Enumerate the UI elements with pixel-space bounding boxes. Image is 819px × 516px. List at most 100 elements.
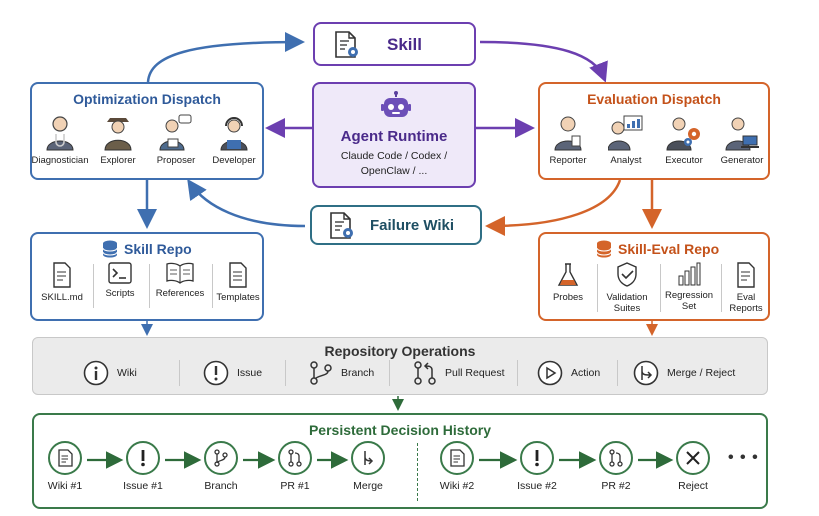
agent-runtime-title: Agent Runtime <box>340 128 448 145</box>
wiki-doc-icon <box>440 441 474 475</box>
history-node[interactable]: Wiki #2 <box>422 441 492 492</box>
history-divider <box>417 443 418 501</box>
repo-item-regression-set[interactable]: Regression Set <box>660 262 718 312</box>
history-node-label: Merge <box>353 480 383 492</box>
repo-item-validation-suites[interactable]: Validation Suites <box>598 262 656 314</box>
failure-wiki-label: Failure Wiki <box>370 217 455 234</box>
agent-runtime-box[interactable]: Agent Runtime Claude Code / Codex / Open… <box>312 82 476 188</box>
merge-icon <box>633 360 659 386</box>
play-icon <box>537 360 563 386</box>
branch-icon <box>204 441 238 475</box>
history-node-label: PR #2 <box>601 480 631 492</box>
divider <box>179 360 180 386</box>
op-pull-request[interactable]: Pull Request <box>413 360 505 386</box>
generator-icon <box>725 117 759 151</box>
arrow-evaluation-to-failurewiki <box>485 179 622 236</box>
explorer-icon <box>104 118 132 151</box>
pull-request-icon <box>414 361 436 385</box>
repo-item-label: Probes <box>552 292 584 303</box>
skill-repo-box[interactable]: Skill Repo SKILL.md Scripts References T… <box>30 232 264 321</box>
divider <box>212 264 213 308</box>
history-node[interactable]: Wiki #1 <box>30 441 100 492</box>
shield-check-icon <box>617 262 637 287</box>
repo-item-templates[interactable]: Templates <box>212 262 264 303</box>
op-action[interactable]: Action <box>537 360 600 386</box>
optimization-dispatch-box[interactable]: Optimization Dispatch Diagnostician Expl… <box>30 82 264 180</box>
failure-wiki-box[interactable]: Failure Wiki <box>310 205 482 245</box>
repo-item-probes[interactable]: Probes <box>542 262 594 303</box>
repo-item-label-2: Set <box>681 301 697 312</box>
history-node[interactable]: Issue #2 <box>502 441 572 492</box>
divider <box>660 264 661 312</box>
wiki-doc-icon <box>48 441 82 475</box>
history-node[interactable]: Merge <box>333 441 403 492</box>
terminal-icon <box>108 262 132 284</box>
wiki-doc-gear-icon <box>328 211 356 246</box>
history-node-label: Issue #2 <box>517 480 557 492</box>
arrow-skill-to-evaluation <box>479 40 608 83</box>
history-node[interactable]: PR #1 <box>260 441 330 492</box>
robot-icon <box>380 90 412 127</box>
role-generator[interactable]: Generator <box>710 114 774 166</box>
repo-item-skill-md[interactable]: SKILL.md <box>36 262 88 303</box>
repo-item-label-2: Suites <box>613 303 641 314</box>
report-doc-icon <box>737 262 755 288</box>
history-node[interactable]: Issue #1 <box>108 441 178 492</box>
info-icon <box>83 360 109 386</box>
history-node-label: Issue #1 <box>123 480 163 492</box>
op-wiki[interactable]: Wiki <box>83 360 137 386</box>
op-label: Pull Request <box>445 367 505 379</box>
role-explorer[interactable]: Explorer <box>86 114 150 166</box>
open-book-icon <box>166 262 194 284</box>
bar-chart-icon <box>678 262 701 286</box>
repo-item-label: Templates <box>216 292 260 303</box>
template-doc-icon <box>229 262 247 288</box>
op-branch[interactable]: Branch <box>309 360 374 386</box>
op-label: Issue <box>237 367 263 379</box>
reject-x-icon <box>676 441 710 475</box>
evaluation-dispatch-title: Evaluation Dispatch <box>587 91 721 107</box>
database-icon <box>596 240 612 258</box>
role-executor[interactable]: Executor <box>652 114 716 166</box>
divider <box>721 264 722 312</box>
developer-icon <box>220 117 248 151</box>
op-label: Action <box>571 367 601 379</box>
repo-item-references[interactable]: References <box>150 262 210 299</box>
agent-runtime-line2: OpenClaw / ... <box>360 165 428 177</box>
role-label: Proposer <box>156 155 196 166</box>
agent-runtime-line1: Claude Code / Codex / <box>340 150 448 162</box>
flask-icon <box>557 263 579 286</box>
role-diagnostician[interactable]: Diagnostician <box>28 114 92 166</box>
op-label: Branch <box>341 367 375 379</box>
role-reporter[interactable]: Reporter <box>536 114 600 166</box>
skill-eval-repo-header: Skill-Eval Repo <box>596 240 719 258</box>
role-developer[interactable]: Developer <box>202 114 266 166</box>
history-node[interactable]: PR #2 <box>581 441 651 492</box>
history-node[interactable]: Reject <box>658 441 728 492</box>
role-label: Generator <box>720 155 764 166</box>
repo-item-label-2: Reports <box>729 303 763 314</box>
history-node-label: Reject <box>678 480 708 492</box>
role-analyst[interactable]: Analyst <box>594 114 658 166</box>
op-label: Wiki <box>117 367 137 379</box>
role-label: Explorer <box>100 155 136 166</box>
reporter-icon <box>554 116 582 151</box>
role-label: Developer <box>212 155 256 166</box>
repo-item-eval-reports[interactable]: Eval Reports <box>722 262 770 314</box>
skill-box[interactable]: Skill <box>313 22 476 66</box>
repo-item-scripts[interactable]: Scripts <box>94 262 146 299</box>
history-node-label: Branch <box>204 480 238 492</box>
issue-icon <box>203 360 229 386</box>
op-issue[interactable]: Issue <box>203 360 262 386</box>
diagnostician-icon <box>46 116 74 151</box>
history-node[interactable]: Branch <box>186 441 256 492</box>
evaluation-dispatch-box[interactable]: Evaluation Dispatch Reporter Analyst Exe… <box>538 82 770 180</box>
divider <box>617 360 618 386</box>
role-label: Reporter <box>549 155 587 166</box>
analyst-icon <box>608 115 643 151</box>
op-merge-reject[interactable]: Merge / Reject <box>633 360 735 386</box>
role-proposer[interactable]: Proposer <box>144 114 208 166</box>
skill-eval-repo-box[interactable]: Skill-Eval Repo Probes Validation Suites… <box>538 232 770 321</box>
history-node-label: PR #1 <box>280 480 310 492</box>
divider <box>285 360 286 386</box>
